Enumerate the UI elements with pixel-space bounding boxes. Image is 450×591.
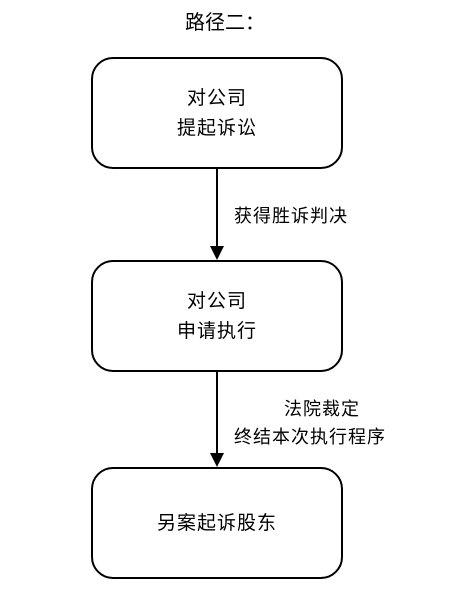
- edge-label-court-ruling: 法院裁定: [284, 399, 360, 420]
- node-apply-execution-line-1: 对公司: [186, 290, 247, 312]
- node-sue-company: 对公司 提起诉讼: [91, 57, 343, 169]
- node-sue-shareholders: 另案起诉股东: [91, 467, 343, 579]
- connector-1: [210, 169, 224, 260]
- connector-1-arrowhead: [210, 246, 224, 260]
- connector-2: [210, 372, 224, 467]
- node-apply-execution-line-2: 申请执行: [176, 320, 257, 342]
- connector-2-arrowhead: [210, 453, 224, 467]
- node-apply-execution: 对公司 申请执行: [91, 260, 343, 372]
- node-sue-shareholders-line-1: 另案起诉股东: [156, 512, 277, 534]
- node-sue-company-line-1: 对公司: [186, 87, 247, 109]
- edge-label-judgment: 获得胜诉判决: [234, 206, 348, 227]
- node-sue-company-line-2: 提起诉讼: [176, 117, 257, 139]
- diagram-title: 路径二：: [185, 10, 265, 34]
- edge-label-terminate-execution: 终结本次执行程序: [234, 427, 386, 448]
